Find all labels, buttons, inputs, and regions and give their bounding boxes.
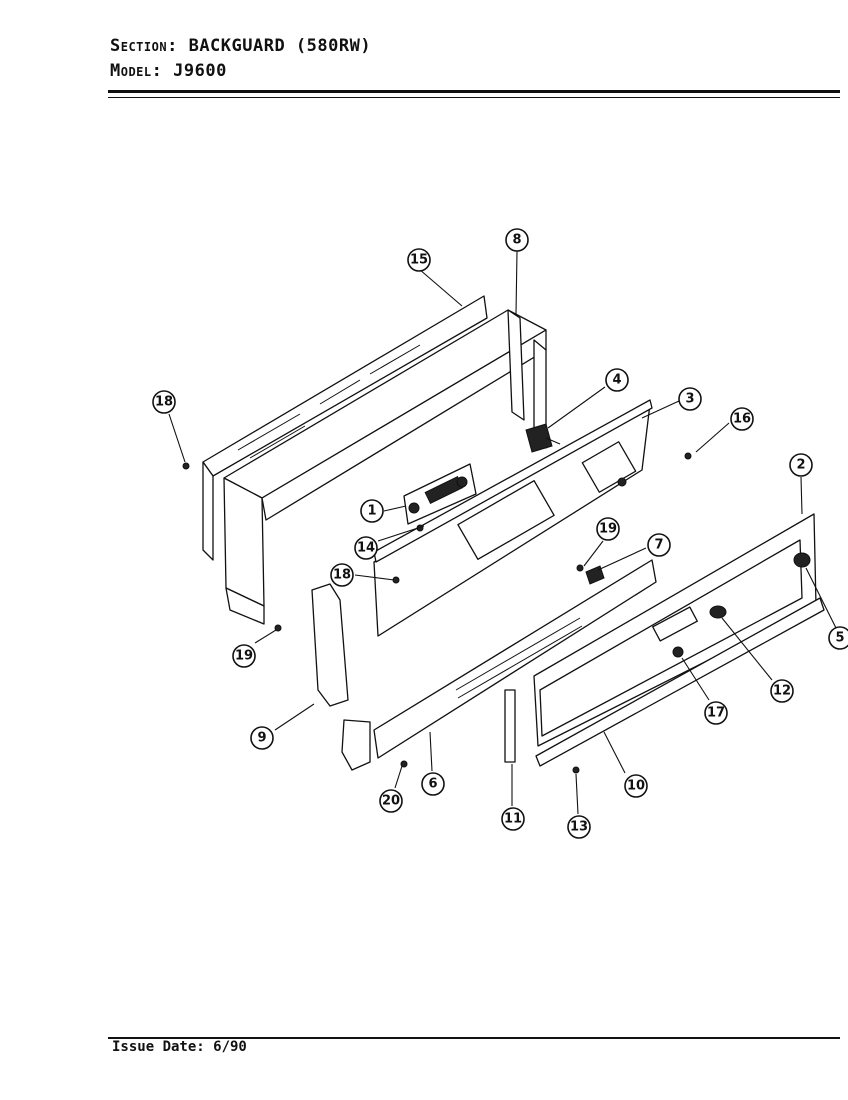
svg-text:20: 20 (382, 794, 400, 809)
callout-18-left: 18 (152, 390, 176, 414)
screws (182, 452, 692, 774)
section-row: Section: BACKGUARD (580RW) (110, 36, 371, 56)
svg-text:1: 1 (367, 504, 376, 519)
svg-text:19: 19 (235, 649, 253, 664)
svg-text:7: 7 (654, 538, 663, 553)
svg-text:9: 9 (257, 731, 266, 746)
part-side-bracket (311, 583, 371, 771)
callout-19-center: 19 (596, 517, 620, 541)
callout-3: 3 (678, 387, 702, 411)
svg-text:18: 18 (155, 395, 173, 410)
svg-text:14: 14 (357, 541, 375, 556)
callout-2: 2 (789, 453, 813, 477)
callout-19-left: 19 (232, 644, 256, 668)
part-vent-panel (373, 559, 657, 759)
part-back-plate (202, 295, 488, 561)
svg-text:16: 16 (733, 412, 751, 427)
header-rule-top (108, 90, 840, 93)
svg-text:15: 15 (410, 253, 428, 268)
svg-text:12: 12 (773, 684, 791, 699)
svg-text:17: 17 (707, 706, 725, 721)
svg-text:5: 5 (835, 631, 844, 646)
issue-date: Issue Date: 6/90 (112, 1039, 247, 1055)
svg-text:2: 2 (796, 458, 805, 473)
callout-13: 13 (567, 815, 591, 839)
model-label: Model: (110, 61, 163, 81)
callout-11: 11 (501, 807, 525, 831)
callout-17: 17 (704, 701, 728, 725)
svg-text:4: 4 (612, 373, 621, 388)
part-control-panel (373, 399, 653, 637)
callout-14: 14 (354, 536, 378, 560)
footer-rule (108, 1037, 840, 1039)
model-value: J9600 (173, 61, 227, 81)
part-post (504, 689, 516, 763)
svg-text:13: 13 (570, 820, 588, 835)
callout-1: 1 (360, 499, 384, 523)
header-rule-bottom (108, 97, 840, 98)
callout-8: 8 (505, 228, 529, 252)
callout-15-top: 15 (407, 248, 431, 272)
callout-4: 4 (605, 368, 629, 392)
callout-10: 10 (624, 774, 648, 798)
svg-text:8: 8 (512, 233, 521, 248)
svg-text:11: 11 (504, 812, 522, 827)
vent-slots (455, 617, 583, 699)
callout-16: 16 (730, 407, 754, 431)
leader-lines (168, 250, 837, 815)
svg-text:3: 3 (685, 392, 694, 407)
callout-20: 20 (379, 789, 403, 813)
part-knob-4 (525, 423, 561, 453)
section-value: BACKGUARD (580RW) (188, 36, 372, 56)
callout-12: 12 (770, 679, 794, 703)
model-row: Model: J9600 (110, 61, 227, 81)
section-label: Section: (110, 36, 178, 56)
svg-text:18: 18 (333, 568, 351, 583)
callout-18-center: 18 (330, 563, 354, 587)
part-housing (223, 309, 547, 625)
callout-5: 5 (828, 626, 848, 650)
callout-9: 9 (250, 726, 274, 750)
part-trim-strip (535, 597, 825, 767)
svg-text:6: 6 (428, 777, 437, 792)
svg-text:10: 10 (627, 779, 645, 794)
callout-7: 7 (647, 533, 671, 557)
svg-text:19: 19 (599, 522, 617, 537)
part-clock (403, 463, 477, 525)
part-glass-panel (533, 513, 817, 747)
callout-6: 6 (421, 772, 445, 796)
